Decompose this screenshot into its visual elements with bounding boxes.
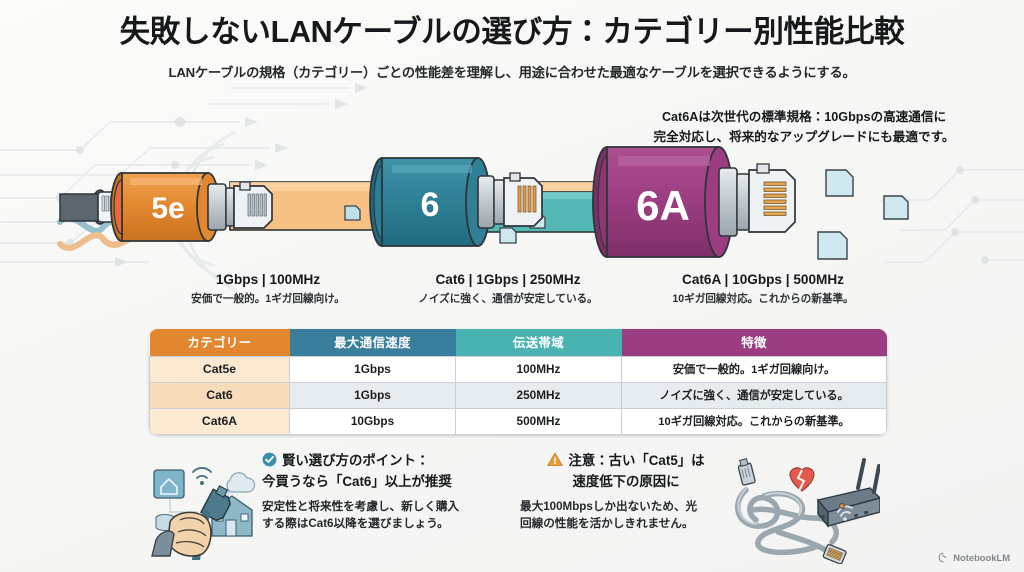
callout-recommendation-head-line2: 今買うなら「Cat6」以上が推奨 [262, 473, 452, 489]
caption-cat6: Cat6 | 1Gbps | 250MHz ノイズに強く、通信が安定している。 [388, 272, 628, 306]
table-row: Cat6 1Gbps 250MHz ノイズに強く、通信が安定している。 [149, 381, 887, 409]
cell-speed: 1Gbps [289, 355, 456, 383]
callout-recommendation-body-line1: 安定性と将来性を考慮し、新しく購入 [262, 500, 460, 513]
cell-band: 250MHz [455, 381, 622, 409]
cell-category: Cat6A [149, 407, 290, 435]
poster-header: 失敗しないLANケーブルの選び方：カテゴリー別性能比較 LANケーブルの規格（カ… [0, 14, 1024, 81]
comparison-table-container: カテゴリー 最大通信速度 伝送帯域 特徴 Cat5e 1Gbps 100MHz … [149, 329, 887, 435]
connector-label-5e: 5e [151, 192, 184, 225]
caption-cat6a: Cat6A | 10Gbps | 500MHz 10ギガ回線対応。これからの新基… [628, 272, 898, 306]
caption-cat5e: 1Gbps | 100MHz 安価で一般的。1ギガ回線向け。 [163, 272, 373, 306]
cell-speed: 10Gbps [289, 407, 456, 435]
caption-cat5e-title: 1Gbps | 100MHz [215, 272, 321, 287]
comparison-table: カテゴリー 最大通信速度 伝送帯域 特徴 Cat5e 1Gbps 100MHz … [149, 329, 887, 435]
callout-recommendation-heading: 賢い選び方のポイント： 今買うなら「Cat6」以上が推奨 [262, 452, 502, 491]
notebooklm-logo-icon [938, 552, 949, 563]
cat6a-annotation: Cat6Aは次世代の標準規格：10Gbpsの高速通信に 完全対応し、将来的なアッ… [608, 108, 1000, 147]
cell-band: 100MHz [455, 355, 622, 383]
cell-band: 500MHz [455, 407, 622, 435]
cat6a-annotation-line2: 完全対応し、将来的なアップグレードにも最適です。 [653, 129, 955, 144]
callout-recommendation: 賢い選び方のポイント： 今買うなら「Cat6」以上が推奨 安定性と将来性を考慮し… [262, 452, 502, 533]
page-subtitle: LANケーブルの規格（カテゴリー）ごとの性能差を理解し、用途に合わせた最適なケー… [168, 64, 856, 80]
caption-cat5e-desc: 安価で一般的。1ギガ回線向け。 [191, 293, 345, 305]
table-row: Cat6A 10Gbps 500MHz 10ギガ回線対応。これからの新基準。 [149, 407, 887, 435]
cell-speed: 1Gbps [289, 381, 456, 409]
table-row: Cat5e 1Gbps 100MHz 安価で一般的。1ギガ回線向け。 [149, 355, 887, 383]
check-circle-icon [262, 452, 277, 473]
connector-label-6a: 6A [636, 182, 690, 229]
callout-warning-body-line2: 回線の性能を活かしきれません。 [520, 517, 694, 531]
callout-recommendation-body: 安定性と将来性を考慮し、新しく購入 する際はCat6以降を選びましょう。 [262, 498, 502, 533]
tangled-cable-router-illustration [734, 458, 880, 564]
table-header-features: 特徴 [621, 329, 887, 356]
callout-warning-head-line2: 速度低下の原因に [572, 473, 680, 489]
cell-category: Cat5e [149, 355, 290, 383]
table-header-row: カテゴリー 最大通信速度 伝送帯域 特徴 [149, 329, 887, 356]
callout-warning-heading: 注意：古い「Cat5」は 速度低下の原因に [520, 452, 732, 491]
warning-triangle-icon [547, 452, 564, 473]
notebooklm-watermark: NotebookLM [938, 552, 1010, 563]
caption-cat6-title: Cat6 | 1Gbps | 250MHz [435, 272, 581, 287]
table-header-category: カテゴリー [149, 329, 290, 356]
hand-holding-cable-illustration [151, 467, 256, 560]
lan-cable-illustration: 5e 6 6A [59, 146, 909, 260]
bottom-callouts: 賢い選び方のポイント： 今買うなら「Cat6」以上が推奨 安定性と将来性を考慮し… [0, 452, 1024, 562]
caption-cat6-desc: ノイズに強く、通信が安定している。 [418, 293, 598, 305]
table-header-bandwidth: 伝送帯域 [455, 329, 622, 356]
table-header-max-speed: 最大通信速度 [289, 329, 456, 356]
cat6a-annotation-line1: Cat6Aは次世代の標準規格：10Gbpsの高速通信に [661, 110, 947, 124]
callout-recommendation-body-line2: する際はCat6以降を選びましょう。 [262, 517, 449, 531]
cell-category: Cat6 [149, 381, 290, 409]
cell-feature: 10ギガ回線対応。これからの新基準。 [621, 407, 887, 435]
connector-label-6: 6 [421, 186, 440, 224]
callout-warning-body: 最大100Mbpsしか出ないため、光 回線の性能を活かしきれません。 [520, 498, 732, 533]
cell-feature: 安価で一般的。1ギガ回線向け。 [621, 355, 887, 383]
cell-feature: ノイズに強く、通信が安定している。 [621, 381, 887, 409]
caption-cat6a-desc: 10ギガ回線対応。これからの新基準。 [672, 293, 854, 305]
callout-warning: 注意：古い「Cat5」は 速度低下の原因に 最大100Mbpsしか出ないため、光… [520, 452, 732, 533]
page-title: 失敗しないLANケーブルの選び方：カテゴリー別性能比較 [119, 15, 905, 49]
callout-warning-head-line1: 注意：古い「Cat5」は [568, 453, 705, 468]
notebooklm-label: NotebookLM [953, 552, 1010, 563]
cable-captions: 1Gbps | 100MHz 安価で一般的。1ギガ回線向け。 Cat6 | 1G… [0, 272, 1024, 312]
callout-warning-body-line1: 最大100Mbpsしか出ないため、光 [520, 500, 698, 513]
callout-recommendation-head-line1: 賢い選び方のポイント： [282, 453, 430, 468]
caption-cat6a-title: Cat6A | 10Gbps | 500MHz [682, 272, 844, 287]
